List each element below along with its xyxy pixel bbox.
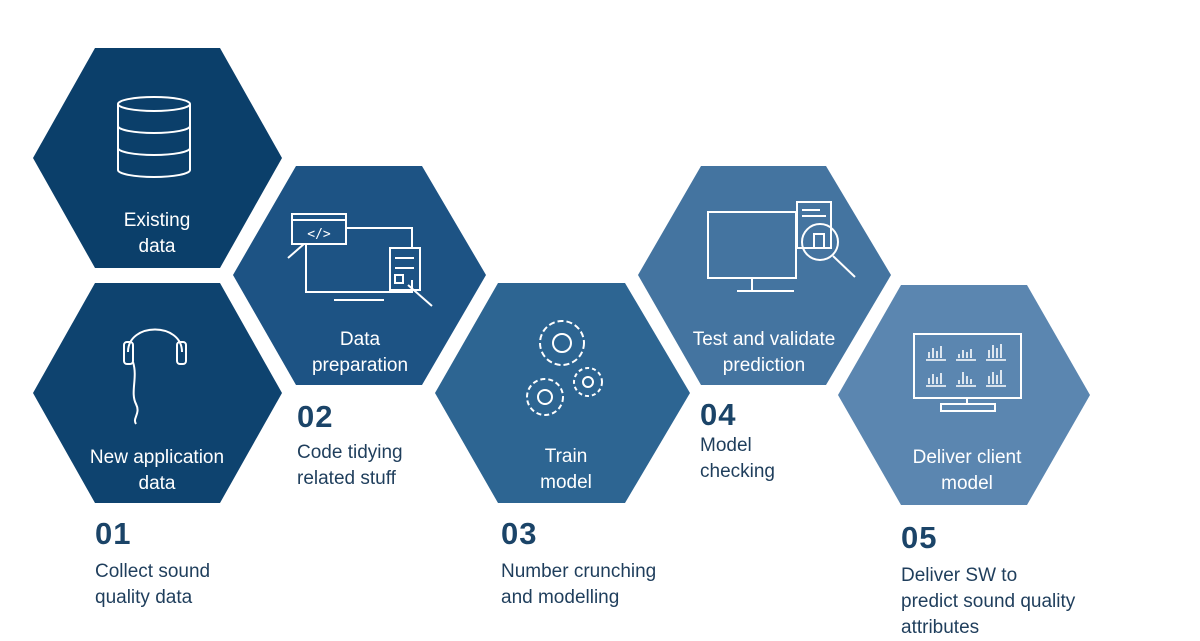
step-description-02: Code tidying related stuff — [297, 440, 403, 492]
hex-label-test-validate: Test and validate prediction — [654, 327, 874, 379]
hex-existing-data — [33, 48, 282, 268]
hex-label-line: Deliver client — [912, 447, 1022, 468]
database-icon — [117, 96, 191, 178]
step-number-04: 04 — [700, 397, 737, 432]
hex-label-data-preparation: Data preparation — [250, 327, 470, 379]
svg-text:</>: </> — [307, 227, 331, 242]
hex-label-line: Train — [544, 446, 588, 467]
step-number-03: 03 — [501, 516, 538, 551]
hex-label-line: Test and validate — [692, 329, 836, 350]
hex-label-train-model: Train model — [456, 444, 676, 496]
hex-label-line: data — [138, 236, 176, 257]
hex-test-validate — [638, 166, 891, 385]
hex-label-line: New application — [89, 447, 225, 468]
hex-label-line: Existing — [123, 210, 191, 231]
step-description-line: Deliver SW to — [901, 565, 1018, 586]
hexagon-layer: </> — [0, 0, 1200, 505]
step-number-01: 01 — [95, 516, 132, 551]
step-description-line: Number crunching — [501, 561, 657, 582]
step-description-line: related stuff — [297, 468, 396, 489]
step-description-01: Collect sound quality data — [95, 559, 210, 611]
step-description-line: Code tidying — [297, 442, 403, 463]
hex-label-deliver-client: Deliver client model — [857, 445, 1077, 497]
top-strip — [0, 0, 1200, 6]
hex-label-new-application-data: New application data — [47, 445, 267, 497]
step-description-04: Model checking — [700, 433, 775, 485]
step-description-line: and modelling — [501, 587, 620, 608]
gears-icon — [526, 320, 603, 416]
step-number-02: 02 — [297, 399, 334, 434]
hex-label-line: prediction — [722, 355, 806, 376]
monitor-search-icon — [707, 201, 856, 292]
dashboard-monitor-icon — [913, 333, 1022, 412]
step-description-line: quality data — [95, 587, 193, 608]
hex-label-line: data — [138, 473, 176, 494]
headphones-icon — [123, 328, 187, 425]
step-description-line: Collect sound — [95, 561, 211, 582]
step-description-line: Model — [700, 435, 752, 456]
code-window-icon: </> — [287, 213, 433, 307]
hex-label-line: model — [941, 473, 993, 494]
step-description-05: Deliver SW to predict sound quality attr… — [901, 563, 1075, 641]
hex-label-line: model — [540, 472, 592, 493]
hex-new-application-data — [33, 283, 282, 503]
hex-label-existing-data: Existing data — [47, 208, 267, 260]
step-description-line: attributes — [901, 617, 980, 638]
step-description-03: Number crunching and modelling — [501, 559, 656, 611]
step-number-05: 05 — [901, 520, 938, 555]
hex-label-line: preparation — [311, 355, 409, 376]
hex-label-line: Data — [339, 329, 381, 350]
step-description-line: predict sound quality — [901, 591, 1076, 612]
hex-deliver-client — [838, 285, 1090, 505]
step-description-line: checking — [700, 461, 775, 482]
